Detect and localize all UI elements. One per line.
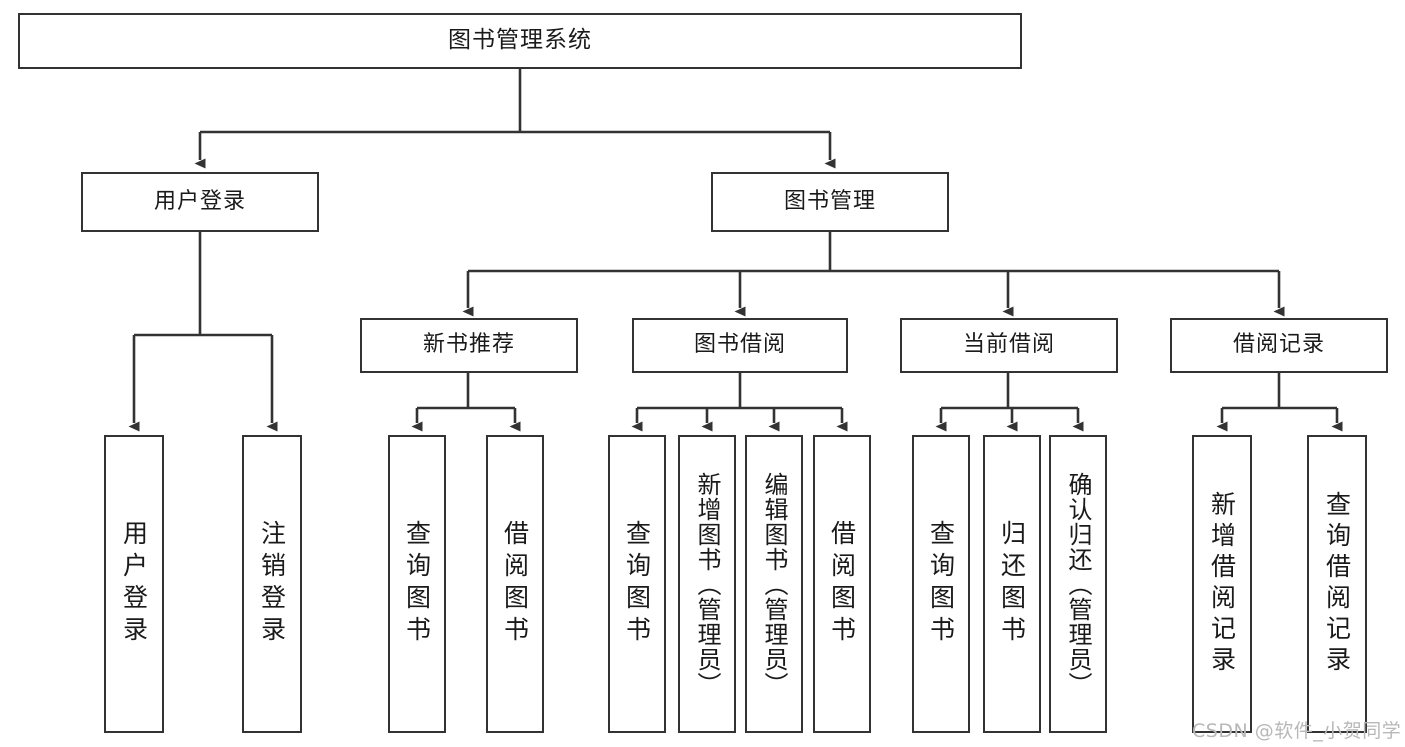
node-level2-book-management[interactable]: 图书管理 xyxy=(711,172,949,232)
node-root[interactable]: 图书管理系统 xyxy=(18,13,1022,69)
node-leaf-logout[interactable]: 注销登录 xyxy=(242,435,302,733)
node-level3-new-book-recommend[interactable]: 新书推荐 xyxy=(360,318,578,373)
node-leaf-borrow-book[interactable]: 借阅图书 xyxy=(813,435,871,733)
node-leaf-edit-book-admin[interactable]: 编辑图书（管理员） xyxy=(745,435,803,733)
node-leaf-query-book-recommend[interactable]: 查询图书 xyxy=(388,435,446,733)
node-level3-current-borrow[interactable]: 当前借阅 xyxy=(900,318,1118,373)
node-leaf-add-book-admin[interactable]: 新增图书（管理员） xyxy=(678,435,736,733)
node-leaf-query-book-borrow[interactable]: 查询图书 xyxy=(608,435,666,733)
node-level2-user-login[interactable]: 用户登录 xyxy=(81,172,319,232)
node-leaf-borrow-book-recommend[interactable]: 借阅图书 xyxy=(486,435,544,733)
node-leaf-return-book[interactable]: 归还图书 xyxy=(983,435,1041,733)
node-leaf-add-borrow-record[interactable]: 新增借阅记录 xyxy=(1192,435,1252,733)
node-level3-book-borrow[interactable]: 图书借阅 xyxy=(632,318,848,373)
node-leaf-user-login[interactable]: 用户登录 xyxy=(104,435,164,733)
node-level3-borrow-record[interactable]: 借阅记录 xyxy=(1170,318,1388,373)
csdn-watermark: CSDN @软件_小贺同学 xyxy=(1192,720,1402,742)
node-leaf-query-book-current[interactable]: 查询图书 xyxy=(912,435,970,733)
node-leaf-query-borrow-record[interactable]: 查询借阅记录 xyxy=(1307,435,1367,733)
node-leaf-confirm-return-admin[interactable]: 确认归还（管理员） xyxy=(1049,435,1107,733)
